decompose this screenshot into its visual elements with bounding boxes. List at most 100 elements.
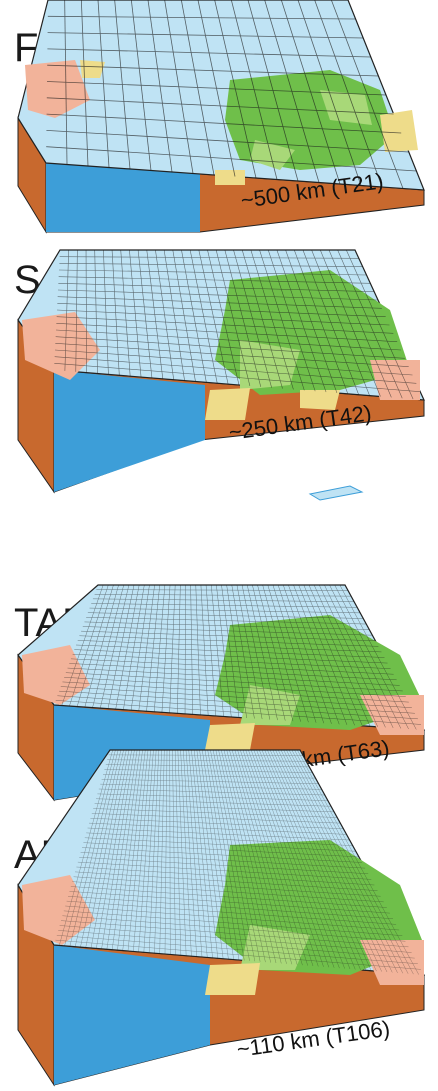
ocean-side-wall [54, 370, 205, 492]
grid-lines [54, 249, 421, 400]
grid-line [46, 113, 402, 134]
grid-line [46, 146, 417, 172]
far-panel: FAR ~500 km (T21) [0, 0, 438, 240]
grid-lines [46, 0, 417, 189]
grid-line [97, 793, 328, 801]
grid-line [60, 686, 412, 708]
grid-line [62, 915, 406, 942]
grid-line [55, 700, 421, 725]
grid-line [84, 621, 370, 630]
grid-line [55, 343, 409, 367]
grid-line [102, 774, 316, 779]
far-grid-block: ~500 km (T21) [17, 0, 425, 234]
grid-line [59, 263, 363, 267]
grid-line [54, 363, 421, 392]
grid-line [58, 276, 371, 284]
grid-line [89, 607, 361, 614]
land-europe [215, 70, 418, 185]
grid-line [91, 603, 358, 608]
grid-line [79, 635, 379, 647]
grid-line [105, 764, 310, 768]
grid-line [80, 852, 366, 869]
grid-line [63, 910, 403, 936]
grid-line [65, 905, 400, 931]
grid-line [66, 900, 397, 925]
grid-line [73, 876, 381, 897]
grid-line [58, 269, 367, 276]
grid-line [74, 871, 378, 891]
grid-line [72, 881, 384, 903]
sar-grid-block: ~250 km (T42) [17, 249, 425, 494]
grid-line [94, 803, 335, 813]
grid-line [46, 97, 394, 115]
grid-line [55, 939, 421, 970]
grid-line [64, 677, 406, 697]
grid-line [67, 667, 400, 686]
grid-line [79, 857, 369, 874]
grid-line [88, 822, 347, 835]
grid-line [101, 779, 319, 784]
grid-line [107, 759, 307, 762]
grid-line [84, 837, 356, 852]
grid-line [77, 861, 372, 880]
grid-line [81, 630, 376, 642]
grid-line [58, 283, 375, 292]
ocean-side-wall [54, 945, 210, 1085]
grid-line [57, 695, 418, 720]
grid-line [69, 663, 397, 681]
stray-fragment [308, 485, 364, 501]
grid-line [47, 48, 371, 58]
grid-line [94, 593, 352, 597]
grid-line [65, 672, 403, 692]
grid-line [56, 935, 418, 964]
grid-line [86, 832, 353, 846]
grid-line [58, 930, 415, 959]
grid-line [57, 303, 386, 317]
grid-line [55, 329, 402, 351]
grid-line [93, 808, 338, 818]
grid-line [56, 323, 398, 342]
grid-line [108, 754, 304, 756]
land-europe [205, 615, 424, 750]
grid-line [98, 788, 325, 796]
grid-line [96, 589, 349, 591]
grid-line [60, 920, 409, 948]
grid-lines [55, 584, 421, 730]
grid-line [47, 64, 379, 77]
land-europe [205, 840, 424, 995]
grid-line [75, 644, 385, 658]
grid-line [104, 769, 313, 773]
land-america [25, 60, 105, 118]
ar4-panel: AR4 ~110 km (T106) [0, 749, 438, 1091]
grid-line [83, 842, 359, 858]
grid-line [87, 612, 364, 619]
grid-line [77, 640, 382, 653]
grid-line [57, 296, 382, 309]
ocean-side-wall [46, 163, 200, 232]
grid-line [57, 289, 379, 301]
grid-line [62, 681, 409, 703]
grid-line [70, 886, 387, 908]
grid-line [55, 336, 405, 359]
land-america [22, 875, 95, 945]
grid-line [74, 649, 388, 664]
grid-line [92, 598, 355, 602]
grid-line [76, 866, 375, 886]
grid-line [54, 356, 417, 384]
grid-line [69, 891, 390, 914]
grid-line [54, 349, 413, 376]
grid-line [46, 130, 409, 153]
grid-line [90, 818, 344, 829]
grid-line [91, 813, 341, 824]
grid-line [100, 783, 322, 790]
grid-line [59, 256, 359, 259]
grid-line [67, 896, 394, 919]
grid-line [86, 617, 367, 625]
grid-line [72, 653, 391, 669]
grid-line [47, 32, 364, 39]
grid-line [59, 925, 412, 953]
grid-line [56, 316, 394, 334]
grid-line [59, 690, 415, 714]
grid-line [82, 626, 373, 636]
sar-panel: SAR ~250 km (T42) [0, 240, 438, 501]
